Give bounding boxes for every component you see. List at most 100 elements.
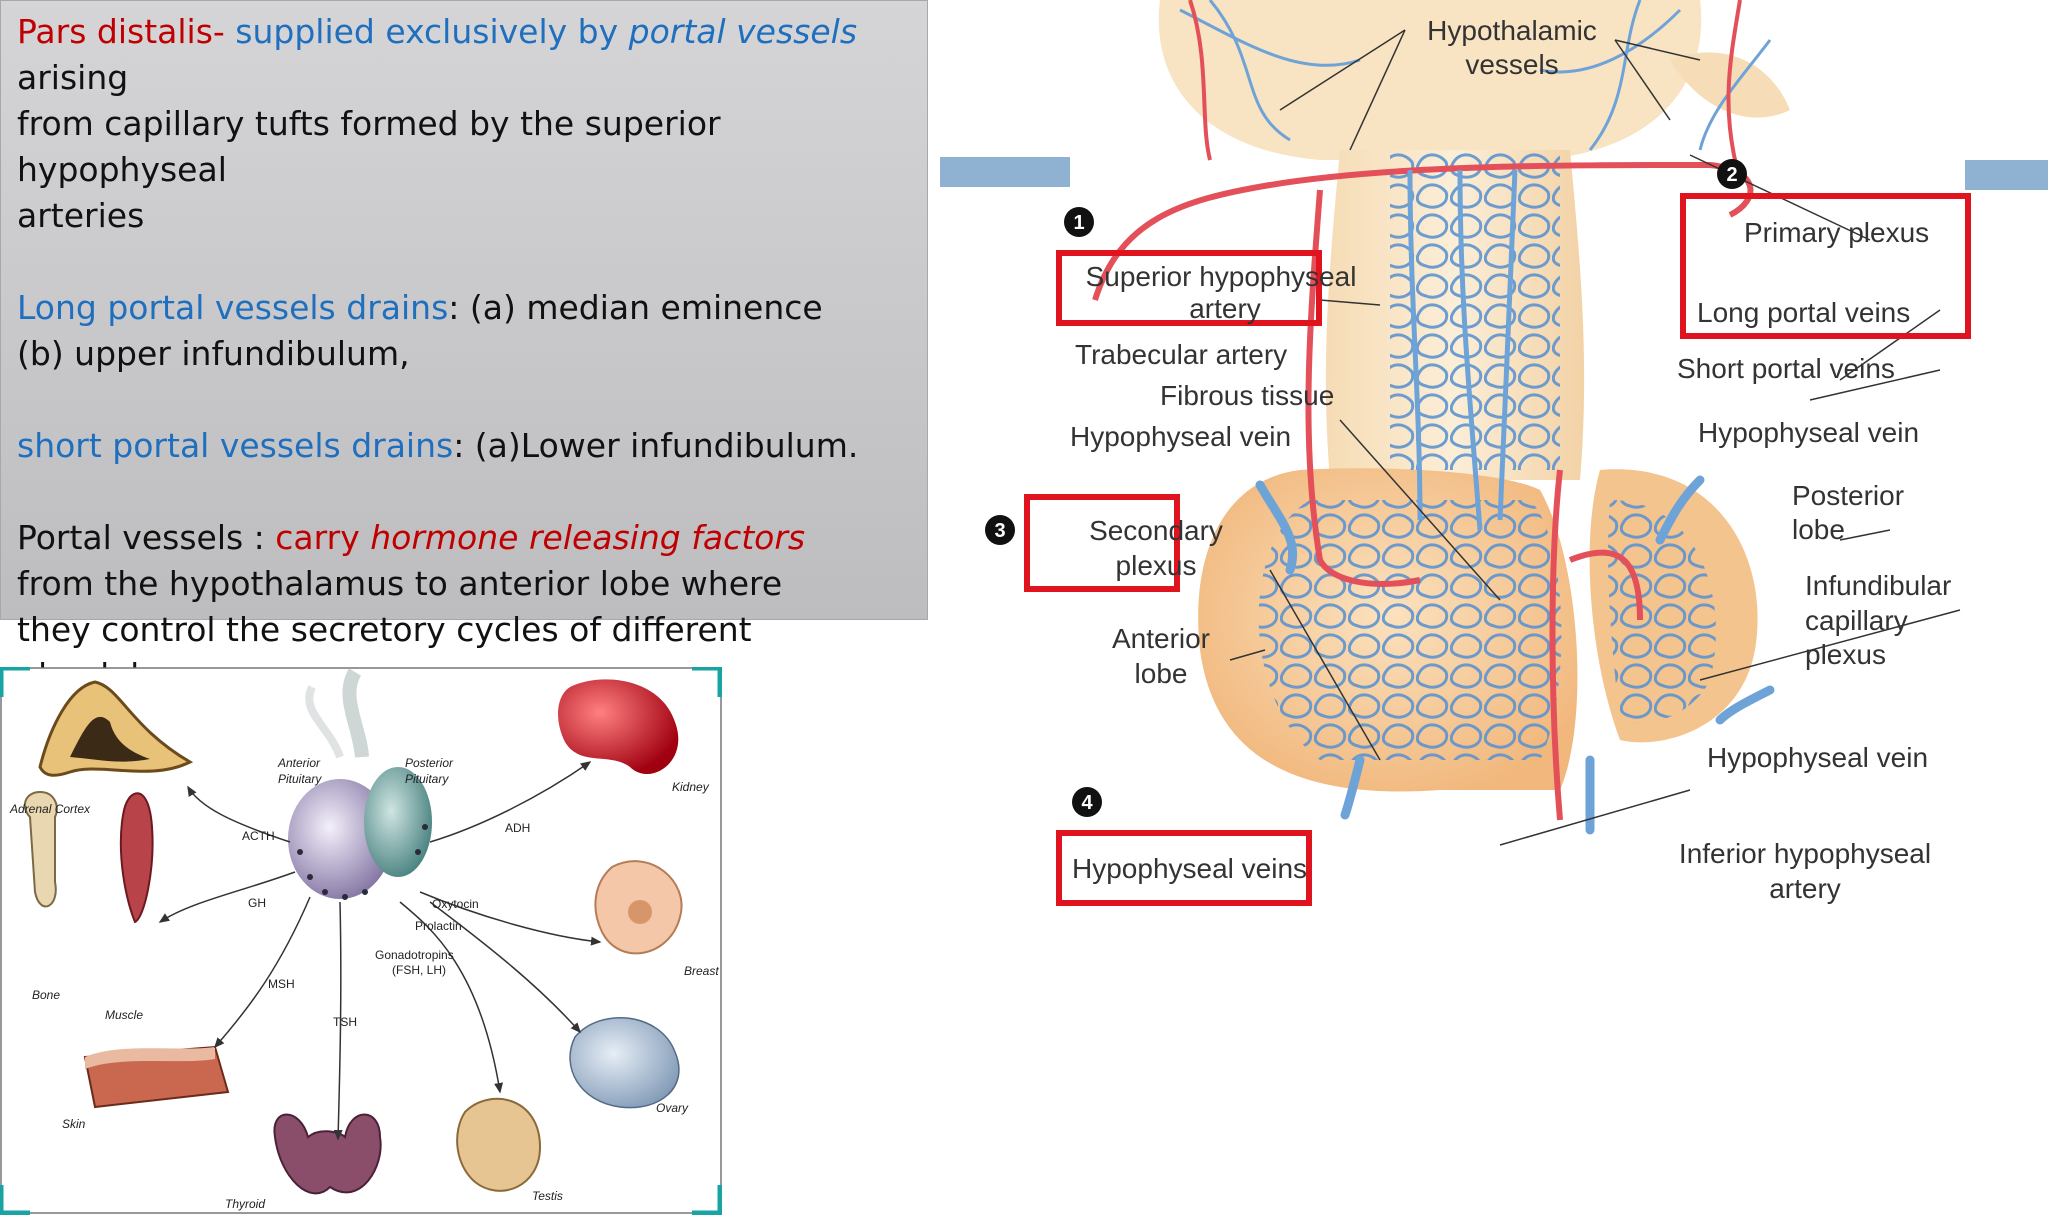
- label-infundibular-2: capillary: [1805, 605, 1908, 636]
- label-hypophyseal-veins: Hypophyseal veins: [1072, 853, 1307, 884]
- adrenal-medulla-shape: [70, 716, 150, 762]
- label-inferior-hypophyseal-1: Inferior hypophyseal: [1679, 838, 1931, 869]
- label-long-portal-veins: Long portal veins: [1697, 297, 1910, 328]
- label-posterior-pituitary-1: Posterior: [405, 756, 454, 770]
- endocrine-targets-diagram: Adrenal Cortex Kidney Bone Muscle Breast…: [0, 667, 722, 1215]
- label-infundibular-3: plexus: [1805, 639, 1886, 670]
- term-long-portal: Long portal vessels drains: [17, 288, 449, 327]
- label-hypothalamic-2: vessels: [1465, 49, 1558, 80]
- pituitary-stalk-2: [305, 685, 344, 759]
- label-fibrous-tissue: Fibrous tissue: [1160, 380, 1334, 411]
- label-gh: GH: [248, 896, 266, 910]
- label-breast: Breast: [684, 964, 719, 978]
- badge-3: [985, 515, 1015, 545]
- pituitary-stalk: [342, 668, 369, 758]
- label-infundibular-1: Infundibular: [1805, 570, 1951, 601]
- term-pars-distalis: Pars distalis-: [17, 12, 225, 51]
- box-secondary-plexus: [1024, 494, 1180, 592]
- long-portal-veins: [1407, 169, 1518, 531]
- highlight-boxes: [1024, 193, 1971, 906]
- label-secondary-plexus-1: Secondary: [1089, 515, 1223, 546]
- text-capillary-tufts: from capillary tufts formed by the super…: [17, 104, 721, 189]
- text-arising: arising: [17, 58, 129, 97]
- label-hypophyseal-vein-lower: Hypophyseal vein: [1707, 742, 1928, 773]
- badge-4-text: 4: [1081, 792, 1093, 814]
- label-acth: ACTH: [242, 829, 275, 843]
- breast-areola: [628, 900, 652, 924]
- label-thyroid: Thyroid: [225, 1197, 265, 1211]
- text-upper-infundibulum: (b) upper infundibulum,: [17, 334, 410, 373]
- corner-br: [692, 1185, 722, 1215]
- label-inferior-hypophyseal-2: artery: [1769, 873, 1841, 904]
- box-primary-long-portal: [1680, 193, 1971, 339]
- hypothalamic-vessels: [1179, 0, 1772, 151]
- corner-tr: [692, 667, 722, 697]
- label-hypothalamic-1: Hypothalamic: [1427, 15, 1597, 46]
- label-secondary-plexus-2: plexus: [1116, 550, 1197, 581]
- label-superior-hypophyseal-2: artery: [1189, 293, 1261, 324]
- thyroid-shape: [273, 1113, 382, 1195]
- hormone-arrows: [158, 761, 602, 1141]
- box-superior-hypophyseal: [1056, 250, 1322, 326]
- label-oxytocin: Oxytocin: [432, 897, 479, 911]
- label-anterior-pituitary-2: Pituitary: [278, 772, 322, 786]
- text-lower-infundibulum: : (a)Lower infundibulum.: [453, 426, 859, 465]
- text-supplied: supplied exclusively by: [224, 12, 629, 51]
- paragraph-long-portal: Long portal vessels drains: (a) median e…: [17, 285, 915, 377]
- label-kidney: Kidney: [672, 780, 710, 794]
- term-short-portal: short portal vessels drains: [17, 426, 454, 465]
- label-posterior-pituitary-2: Pituitary: [405, 772, 449, 786]
- label-muscle: Muscle: [105, 1008, 143, 1022]
- slide-bar-left: [940, 157, 1070, 187]
- label-trabecular-artery: Trabecular artery: [1075, 339, 1287, 370]
- hypothalamic-arteries: [1188, 0, 1742, 181]
- text-from-hypothalamus: from the hypothalamus to anterior lobe w…: [17, 564, 783, 603]
- label-gonadotropins-2: (FSH, LH): [392, 963, 446, 977]
- text-portal-vessels: Portal vessels :: [17, 518, 276, 557]
- badge-2: [1717, 159, 1747, 189]
- label-anterior-lobe-1: Anterior: [1112, 623, 1210, 654]
- paragraph-short-portal: short portal vessels drains: (a)Lower in…: [17, 423, 915, 469]
- label-gonadotropins-1: Gonadotropins: [375, 948, 454, 962]
- term-hormone-releasing: hormone releasing factors: [370, 518, 806, 557]
- label-hypophyseal-vein-right: Hypophyseal vein: [1698, 417, 1919, 448]
- paragraph-pars-distalis: Pars distalis- supplied exclusively by p…: [17, 9, 915, 239]
- hypophyseal-portal-diagram: 1 2 3 4 Hypothalamic vessels Superior hy…: [940, 0, 2048, 906]
- bone-shape: [23, 790, 58, 908]
- badge-2-text: 2: [1726, 164, 1737, 186]
- slide-bar-right: [1965, 160, 2048, 190]
- hypothalamus-shape: [1158, 0, 1702, 160]
- label-bone: Bone: [32, 988, 60, 1002]
- label-anterior-pituitary-1: Anterior: [277, 756, 321, 770]
- badge-3-text: 3: [994, 520, 1005, 542]
- label-testis: Testis: [532, 1189, 563, 1203]
- number-badges: 1 2 3 4: [985, 159, 1747, 817]
- corner-tl: [0, 667, 30, 697]
- label-adrenal-cortex: Adrenal Cortex: [9, 802, 91, 816]
- label-skin: Skin: [62, 1117, 86, 1131]
- text-median-eminence: : (a) median eminence: [448, 288, 823, 327]
- hypophyseal-vein-stubs: [1255, 475, 1775, 835]
- text-carry: carry: [275, 518, 371, 557]
- leader-lines: [1229, 29, 1961, 846]
- label-msh: MSH: [268, 977, 295, 991]
- box-hypophyseal-veins: [1056, 830, 1312, 906]
- label-ovary: Ovary: [656, 1101, 689, 1115]
- label-adh: ADH: [505, 821, 530, 835]
- secondary-plexus-mesh: [1258, 500, 1562, 760]
- label-tsh: TSH: [333, 1015, 357, 1029]
- text-panel: Pars distalis- supplied exclusively by p…: [0, 0, 928, 741]
- badge-1: [1064, 207, 1094, 237]
- corner-bl: [0, 1185, 30, 1215]
- label-primary-plexus: Primary plexus: [1744, 217, 1929, 248]
- label-posterior-lobe-2: lobe: [1792, 514, 1845, 545]
- badge-4: [1072, 787, 1102, 817]
- term-portal-vessels: portal vessels: [628, 12, 858, 51]
- label-prolactin: Prolactin: [415, 919, 462, 933]
- pituitary-dots: [297, 824, 428, 900]
- text-arteries: arteries: [17, 196, 145, 235]
- infundibular-plexus-mesh: [1608, 500, 1716, 724]
- skin-top: [85, 1047, 215, 1069]
- ovary-shape: [569, 1016, 680, 1109]
- testis-shape: [456, 1097, 542, 1192]
